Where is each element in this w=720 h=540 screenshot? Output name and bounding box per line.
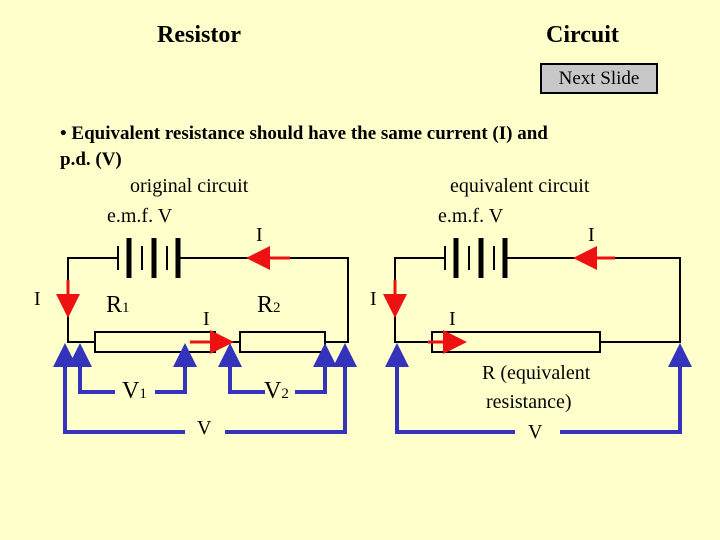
equivalent-battery [444, 238, 508, 278]
equivalent-wires [394, 257, 681, 343]
r1-label: R1 [106, 292, 130, 318]
original-current-top-label: I [256, 224, 263, 246]
equivalent-current-mid-label: I [449, 308, 456, 330]
original-current-left-label: I [34, 288, 41, 310]
equivalent-current-top-label: I [588, 224, 595, 246]
original-emf-label: e.m.f. V [107, 205, 173, 227]
resistor-equivalent [431, 331, 601, 353]
v2-label: V2 [264, 378, 289, 404]
equivalent-emf-label: e.m.f. V [438, 205, 504, 227]
original-battery [117, 238, 181, 278]
voltmeter-leads-original [53, 343, 357, 434]
bullet-text-line1: • Equivalent resistance should have the … [60, 123, 548, 144]
equivalent-r-label-line2: resistance) [486, 391, 572, 413]
equivalent-v-label: V [528, 421, 543, 443]
original-current-mid-label: I [203, 308, 210, 330]
nav-resistor-link[interactable]: Resistor [157, 22, 241, 48]
v1-label: V1 [122, 378, 147, 404]
original-circuit-caption: original circuit [130, 175, 249, 197]
v-total-label: V [197, 417, 212, 439]
equivalent-r-label-line1: R (equivalent [482, 362, 591, 384]
equivalent-circuit-caption: equivalent circuit [450, 175, 590, 197]
equivalent-current-left-label: I [370, 288, 377, 310]
voltmeter-leads-equivalent [385, 343, 692, 434]
nav-circuit-link[interactable]: Circuit [546, 22, 619, 48]
bullet-text-line2: p.d. (V) [60, 149, 122, 170]
resistor-r2 [239, 331, 326, 353]
r2-label: R2 [257, 292, 281, 318]
next-slide-button[interactable]: Next Slide [540, 63, 658, 94]
